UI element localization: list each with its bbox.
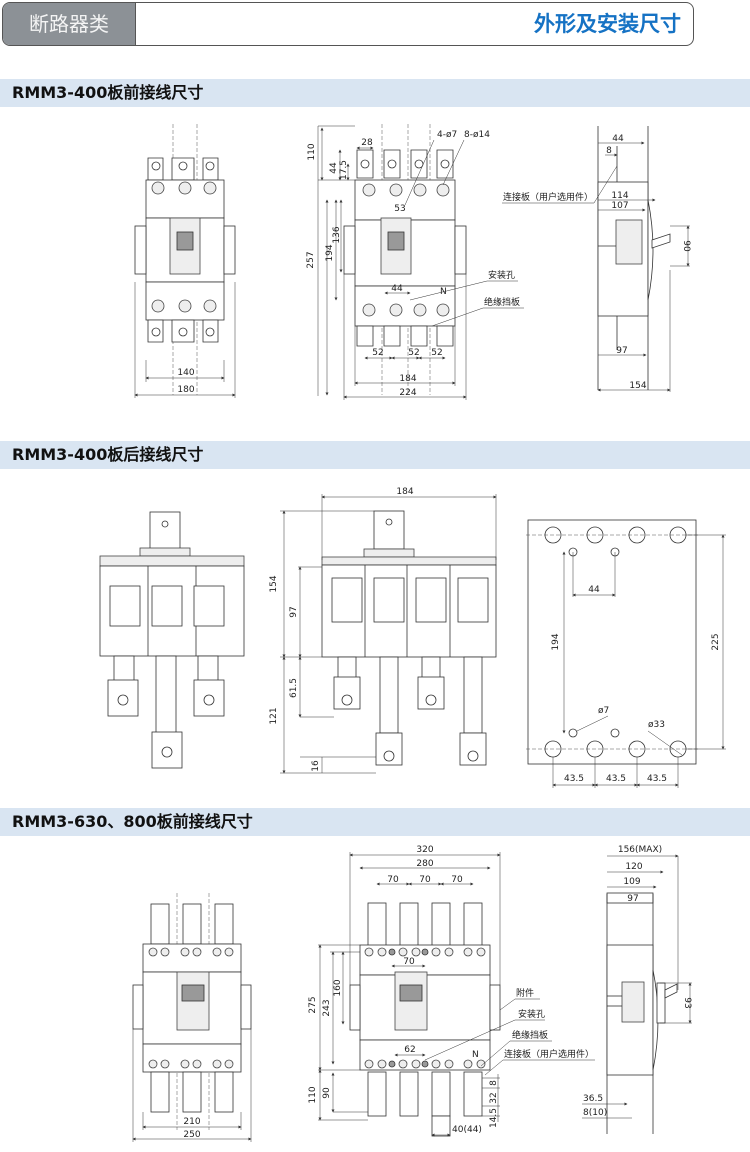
dim-pitch-b: 43.5 (606, 774, 626, 784)
section-header-1: RMM3-400板前接线尺寸 (0, 79, 750, 107)
dim-lug-width: 40(44) (452, 1125, 482, 1135)
callout-mount-hole: 安装孔 (488, 269, 515, 281)
dim-pitch-a: 52 (372, 348, 383, 358)
dim-44: 44 (612, 134, 624, 144)
dim-width-outer: 180 (177, 385, 194, 395)
dim-pitch-a: 43.5 (564, 774, 584, 784)
dim-lug-8: 8 (489, 1080, 499, 1086)
dim-top: 110 (307, 143, 317, 160)
dim-width: 184 (396, 487, 413, 497)
dim-154: 154 (629, 381, 646, 391)
dim-width-outer: 224 (399, 388, 416, 398)
dim-lower-b: 90 (322, 1087, 332, 1099)
dim-height-total: 154 (269, 575, 279, 592)
section-title: RMM3-400板后接线尺寸 (12, 445, 204, 464)
dim-lower-a: 110 (308, 1086, 318, 1103)
label-small-hole: ø7 (598, 706, 609, 716)
breaker-rear-view-3p-400 (99, 511, 245, 769)
breaker-dimensioned-view-4p-400: 110 44 17.5 28 4-ø7 8-ø14 53 257 194 136… (306, 124, 524, 400)
dim-mount-vertical: 194 (551, 633, 561, 650)
callout-insulation-barrier: 绝缘挡板 (512, 1029, 548, 1041)
dim-hole-offset: 17.5 (339, 160, 349, 180)
dim-stud-end: 16 (311, 760, 321, 772)
callout-insulation-barrier: 绝缘挡板 (484, 296, 520, 308)
dim-hole-pitch-upper: 70 (403, 957, 415, 967)
dim-hole-pitch-lower: 62 (404, 1045, 415, 1055)
dim-36-5: 36.5 (583, 1094, 603, 1104)
dim-width-outer: 320 (416, 845, 433, 855)
breaker-dimensioned-view-4p-800: 320 280 70 70 70 70 62 N 275 243 160 110… (308, 845, 595, 1137)
dim-width-mid: 280 (416, 859, 433, 869)
dim-pitch-c: 52 (431, 348, 442, 358)
callout-mount-hole: 安装孔 (518, 1008, 545, 1020)
dim-terminal-vertical: 225 (711, 633, 721, 650)
dim-107: 107 (611, 201, 628, 211)
dim-109: 109 (623, 877, 640, 887)
dim-97: 97 (627, 894, 638, 904)
dim-114: 114 (611, 191, 628, 201)
dim-hole-pitch-upper: 53 (394, 204, 405, 214)
section-header-2: RMM3-400板后接线尺寸 (0, 441, 750, 469)
dim-97: 97 (616, 346, 627, 356)
dim-120: 120 (625, 862, 642, 872)
dim-93: 93 (682, 997, 692, 1008)
dim-height-cover: 136 (332, 226, 342, 243)
dim-pitch-c: 70 (451, 875, 463, 885)
dim-pitch-b: 52 (408, 348, 419, 358)
dim-hole-pitch-lower: 44 (391, 284, 403, 294)
label-mount-holes: 4-ø7 (437, 130, 457, 140)
dim-lug-height: 44 (329, 162, 339, 174)
breaker-side-view-800: 156(MAX) 120 109 97 93 36.5 8(10) (582, 845, 692, 1134)
page-header: 断路器类 外形及安装尺寸 (2, 2, 694, 46)
dim-height-mount: 194 (325, 244, 335, 261)
dim-height-total: 257 (306, 251, 316, 268)
dim-90: 90 (681, 240, 691, 252)
dim-height-cover: 160 (333, 979, 343, 996)
page-title: 外形及安装尺寸 (534, 12, 681, 36)
section-title: RMM3-400板前接线尺寸 (12, 83, 204, 102)
callout-connection-plate: 连接板（用户选用件） (503, 191, 593, 203)
dim-pitch-b: 70 (419, 875, 431, 885)
label-neutral: N (472, 1050, 479, 1060)
label-large-hole: ø33 (648, 720, 665, 730)
breaker-rear-view-4p-400: 184 154 97 61.5 121 16 (269, 487, 497, 774)
section-header-3: RMM3-630、800板前接线尺寸 (0, 808, 750, 836)
dim-lug-width: 28 (361, 138, 373, 148)
dim-pitch-c: 43.5 (647, 774, 667, 784)
category-label: 断路器类 (3, 3, 136, 45)
panel-cutout-view-400: 44 194 225 ø7 ø33 43.5 43.5 43.5 (526, 519, 726, 788)
dim-hole-pitch: 44 (588, 585, 600, 595)
label-terminal-holes: 8-ø14 (464, 130, 490, 140)
callout-connection-plate: 连接板（用户选用件） (504, 1048, 594, 1060)
dim-stud-long: 121 (269, 707, 279, 724)
dim-lug-14-5: 14.5 (489, 1108, 499, 1128)
dim-8: 8 (606, 146, 612, 156)
dim-height-mount: 243 (322, 999, 332, 1016)
dim-height-total: 275 (308, 996, 318, 1013)
dim-8-10: 8(10) (583, 1108, 607, 1118)
callout-accessory: 附件 (516, 987, 534, 999)
dim-width-inner: 210 (183, 1117, 200, 1127)
dim-width-inner: 184 (399, 374, 416, 384)
dim-width-inner: 140 (177, 368, 194, 378)
dim-lug-32: 32 (489, 1092, 499, 1103)
dim-width-outer: 250 (183, 1130, 200, 1140)
dim-height-body: 97 (289, 606, 299, 617)
dim-156: 156(MAX) (618, 845, 662, 855)
breaker-side-view-400: 44 8 114 107 连接板（用户选用件） 90 97 154 (502, 126, 691, 392)
breaker-front-view-3p-400: 140 180 (134, 124, 236, 398)
breaker-front-view-3p-800: 210 250 (132, 893, 252, 1142)
dim-stud-short: 61.5 (289, 678, 299, 698)
section-title: RMM3-630、800板前接线尺寸 (12, 812, 253, 831)
dim-pitch-a: 70 (387, 875, 399, 885)
